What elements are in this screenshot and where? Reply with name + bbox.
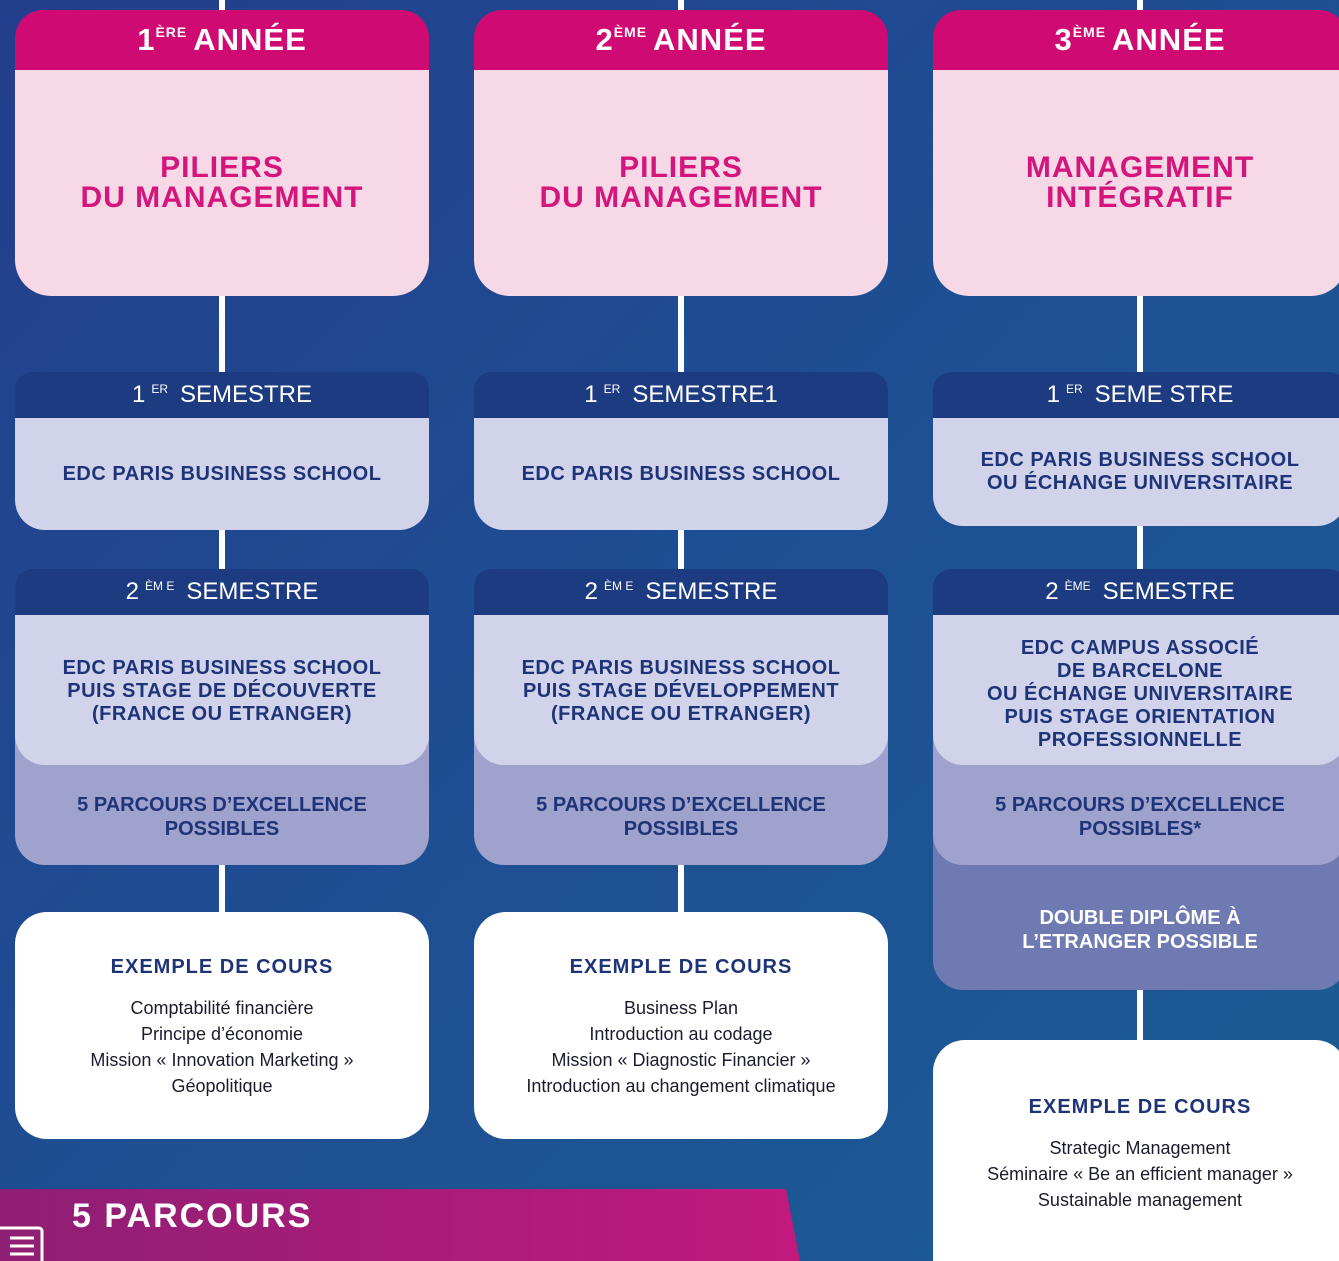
year-word: ANNÉE: [1112, 22, 1226, 57]
semester-text-line: EDC CAMPUS ASSOCIÉ: [1020, 637, 1260, 659]
semester-1-header: 1 ER SEMESTRE: [15, 372, 429, 418]
course-item: Géopolitique: [171, 1076, 273, 1096]
semester-word: SEMESTRE: [186, 578, 319, 605]
theme-line: DU MANAGEMENT: [80, 181, 364, 214]
semester-suffix: ÈM E: [603, 579, 634, 593]
theme-line: PILIERS: [160, 151, 284, 184]
theme-line: DU MANAGEMENT: [539, 181, 823, 214]
semester-number: 1: [584, 381, 598, 408]
semester-text-line: (FRANCE OU ETRANGER): [92, 703, 352, 725]
semester-word: SEMESTRE: [180, 381, 313, 408]
course-item: Sustainable management: [1037, 1190, 1243, 1210]
semester-suffix: ER: [151, 382, 168, 396]
semester-number: 1: [1046, 381, 1060, 408]
course-examples-card: EXEMPLE DE COURS Comptabilité financière…: [15, 912, 429, 1139]
semester-2-header: 2 ÈM E SEMESTRE: [15, 569, 429, 615]
semester-text-line: DE BARCELONE: [1056, 660, 1223, 682]
year-number: 1: [137, 22, 156, 57]
course-item: Mission « Innovation Marketing »: [90, 1050, 354, 1070]
course-item: Introduction au changement climatique: [526, 1076, 836, 1096]
year-suffix: ÈME: [613, 24, 648, 40]
year-number: 2: [595, 22, 614, 57]
semester-text-line: PUIS STAGE DÉVELOPPEMENT: [522, 680, 840, 702]
parcours-line: POSSIBLES: [164, 818, 280, 840]
semester-2-header: 2 ÈME SEMESTRE: [933, 569, 1339, 615]
connector-line: [1137, 0, 1143, 1060]
connector-line: [678, 0, 684, 1130]
semester-word: SEMESTRE: [1102, 578, 1235, 605]
semester-number: 2: [125, 578, 139, 605]
course-item: Comptabilité financière: [130, 998, 314, 1018]
semester-suffix: ÈM E: [144, 579, 175, 593]
course-item: Introduction au codage: [589, 1024, 773, 1044]
semester-text-line: EDC PARIS BUSINESS SCHOOL: [521, 462, 841, 485]
double-degree-line: L’ETRANGER POSSIBLE: [1022, 931, 1258, 953]
semester-text-line: PUIS STAGE ORIENTATION: [1004, 706, 1276, 728]
semester-1-body: EDC PARIS BUSINESS SCHOOL: [474, 418, 888, 530]
semester-word: SEMESTRE: [645, 578, 778, 605]
parcours-line: POSSIBLES*: [1078, 818, 1202, 840]
semester-suffix: ER: [603, 382, 621, 396]
semester-suffix: ÈME: [1064, 579, 1091, 593]
parcours-line: POSSIBLES: [623, 818, 739, 840]
semester-2-header: 2 ÈM E SEMESTRE: [474, 569, 888, 615]
semester-number: 2: [584, 578, 598, 605]
year-suffix: ÈME: [1072, 24, 1107, 40]
semester-text-line: OU ÉCHANGE UNIVERSITAIRE: [986, 472, 1294, 494]
year-number: 3: [1054, 22, 1073, 57]
course-item: Séminaire « Be an efficient manager »: [987, 1164, 1293, 1184]
parcours-line: 5 PARCOURS D’EXCELLENCE: [995, 794, 1285, 816]
semester-text-line: PROFESSIONNELLE: [1037, 729, 1243, 751]
semester-suffix: ER: [1065, 382, 1083, 396]
semester-text-line: (FRANCE OU ETRANGER): [551, 703, 811, 725]
year-word: ANNÉE: [653, 22, 767, 57]
parcours-line: 5 PARCOURS D’EXCELLENCE: [77, 794, 367, 816]
parcours-line: 5 PARCOURS D’EXCELLENCE: [536, 794, 826, 816]
parcours-banner: [0, 1189, 800, 1261]
semester-text-line: OU ÉCHANGE UNIVERSITAIRE: [986, 683, 1294, 705]
list-document-icon: [0, 1226, 44, 1261]
theme-line: PILIERS: [619, 151, 743, 184]
semester-number: 1: [131, 381, 146, 408]
course-examples-card: EXEMPLE DE COURS Business Plan Introduct…: [474, 912, 888, 1139]
semester-1-header: 1 ER SEME STRE: [933, 372, 1339, 418]
course-examples-title: EXEMPLE DE COURS: [110, 956, 334, 978]
banner-title: 5 PARCOURS: [72, 1197, 313, 1235]
semester-text-line: EDC PARIS BUSINESS SCHOOL: [62, 657, 382, 679]
theme-line: INTÉGRATIF: [1046, 181, 1234, 214]
semester-word: SEME STRE: [1094, 381, 1234, 408]
semester-text-line: EDC PARIS BUSINESS SCHOOL: [980, 449, 1300, 471]
course-item: Principe d’économie: [140, 1024, 304, 1044]
semester-text-line: EDC PARIS BUSINESS SCHOOL: [62, 462, 382, 485]
course-item: Strategic Management: [1049, 1138, 1231, 1158]
double-degree-line: DOUBLE DIPLÔME À: [1039, 907, 1241, 929]
course-examples-title: EXEMPLE DE COURS: [1028, 1096, 1252, 1118]
theme-line: MANAGEMENT: [1025, 151, 1255, 184]
semester-number: 2: [1045, 578, 1059, 605]
semester-1-body: EDC PARIS BUSINESS SCHOOL: [15, 418, 429, 530]
semester-1-header: 1 ER SEMESTRE1: [474, 372, 888, 418]
course-examples-title: EXEMPLE DE COURS: [569, 956, 793, 978]
connector-line: [219, 0, 225, 1130]
semester-text-line: EDC PARIS BUSINESS SCHOOL: [521, 657, 841, 679]
semester-word: SEMESTRE1: [632, 381, 778, 408]
course-item: Business Plan: [623, 998, 739, 1018]
year-suffix: ÈRE: [155, 24, 188, 40]
course-examples-card: EXEMPLE DE COURS Strategic Management Sé…: [933, 1040, 1339, 1261]
course-item: Mission « Diagnostic Financier »: [551, 1050, 811, 1070]
semester-text-line: PUIS STAGE DE DÉCOUVERTE: [67, 680, 377, 702]
year-word: ANNÉE: [193, 22, 307, 57]
